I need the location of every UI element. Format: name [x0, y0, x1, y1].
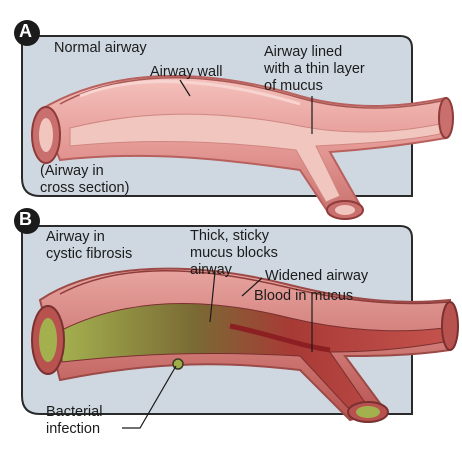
label-airway-wall: Airway wall: [150, 64, 223, 81]
panel-a-title: Normal airway: [54, 40, 147, 57]
badge-b-letter: B: [19, 211, 32, 228]
badge-a-letter: A: [19, 23, 32, 40]
label-bacterial-infection: Bacterial infection: [46, 404, 102, 438]
label-blood-in-mucus: Blood in mucus: [254, 288, 353, 305]
label-cross-section: (Airway in cross section): [40, 163, 129, 197]
panel-b-title: Airway in cystic fibrosis: [46, 229, 132, 263]
label-airway-lined: Airway lined with a thin layer of mucus: [264, 44, 365, 95]
label-widened-airway: Widened airway: [265, 268, 368, 285]
